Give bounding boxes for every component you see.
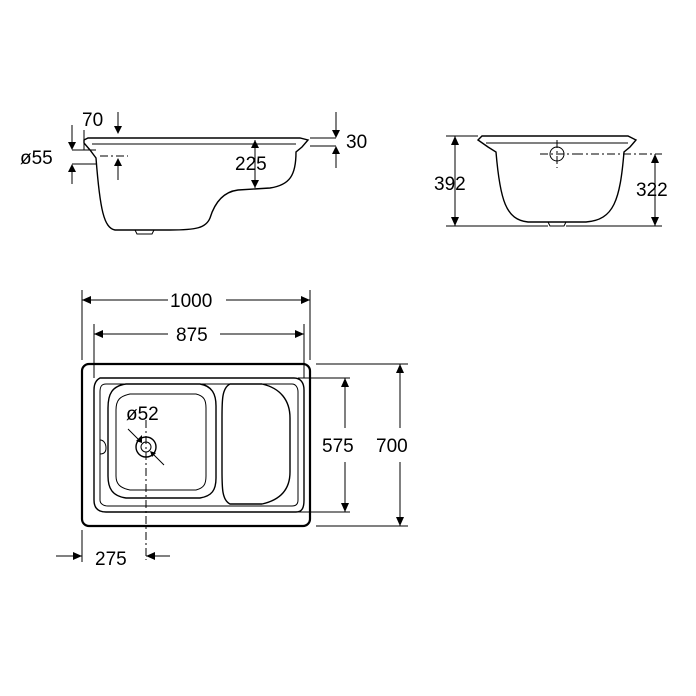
plan-outer-rim (80, 362, 312, 528)
end-tub-outline (476, 135, 638, 223)
plan-seat-outline (221, 383, 291, 505)
side-tub-outline (83, 137, 310, 231)
plan-footwell-inner (115, 393, 207, 491)
plan-drain-diameter-label: ø52 (126, 404, 159, 425)
plan-footwell (107, 383, 217, 499)
side-elevation-view: 70 ø55 225 30 (20, 110, 367, 235)
end-inner-height-label: 322 (636, 180, 668, 201)
end-total-height-label: 392 (434, 174, 466, 195)
plan-inner-length-label: 875 (176, 325, 208, 346)
side-seat-height-label: 225 (235, 154, 267, 175)
side-foot (134, 229, 155, 235)
side-rim-width-label: 70 (82, 110, 103, 131)
plan-view: 1000 875 ø52 575 700 275 (56, 290, 408, 570)
end-foot (547, 221, 567, 227)
plan-overflow-slot (99, 439, 107, 455)
plan-length-label: 1000 (170, 291, 212, 312)
plan-width-label: 700 (376, 436, 408, 457)
side-rim-thickness-label: 30 (346, 132, 367, 153)
plan-drain-offset-label: 275 (95, 549, 127, 570)
plan-inner-basin (93, 377, 305, 513)
end-elevation-view: 392 322 (434, 135, 668, 227)
side-outlet-diameter-label: ø55 (20, 148, 53, 169)
plan-inner-width-label: 575 (322, 436, 354, 457)
plan-basin-inner-line (99, 383, 299, 507)
